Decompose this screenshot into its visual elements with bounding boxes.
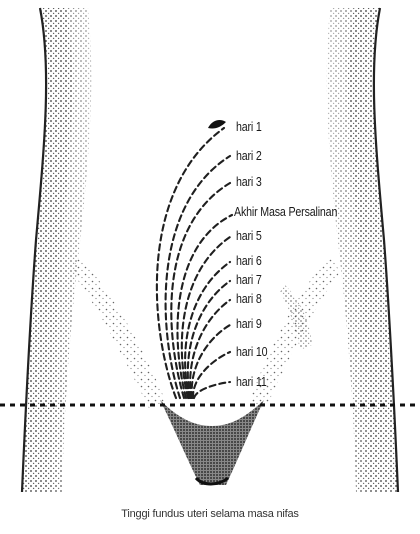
label-hari-3: hari 3 [236,174,262,189]
label-hari-1: hari 1 [236,119,262,134]
figure-caption: Tinggi fundus uteri selama masa nifas [0,508,420,520]
label-hari-11: hari 11 [236,374,267,389]
label-hari-10: hari 10 [236,344,267,359]
right-body-contour [301,8,398,492]
curve-hari-6 [185,262,230,398]
label-hari-2: hari 2 [236,148,262,163]
label-hari-7: hari 7 [236,272,262,287]
left-body-contour [22,8,117,492]
pubic-region [160,400,264,485]
label-hari-6: hari 6 [236,253,262,268]
curve-hari-11 [194,382,230,398]
label-hari-8: hari 8 [236,291,262,306]
groin-shading [72,255,340,410]
label-hari-9: hari 9 [236,316,262,331]
fundus-curves [157,128,232,398]
label-hari-5: hari 5 [236,228,262,243]
curve-hari-7 [188,281,230,398]
curve-hari-5 [182,237,230,398]
label-akhir-masa-persalinan: Akhir Masa Persalinan [234,204,337,219]
